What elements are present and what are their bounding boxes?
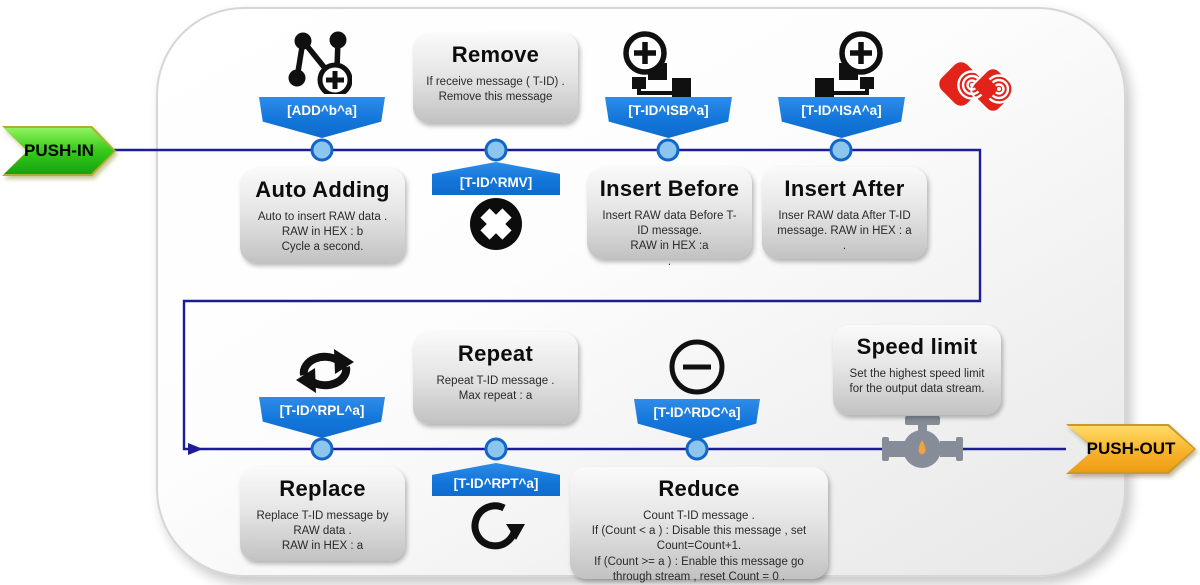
box-speed-limit-body: Set the highest speed limit for the outp… (833, 367, 1001, 397)
swap-arrows-icon (296, 349, 354, 393)
banner-replace-label: [T-ID^RPL^a] (279, 403, 365, 418)
text-line: If (Count >= a ) : Enable this message g… (594, 555, 804, 583)
box-remove-title: Remove (451, 42, 540, 67)
push-in-label: PUSH-IN (24, 141, 94, 160)
box-insert-before-body: Insert RAW data Before T-ID message. RAW… (587, 209, 752, 270)
text-line: Repeat T-ID message . (436, 375, 555, 387)
box-insert-after-body: Inser RAW data After T-ID message. RAW i… (762, 209, 927, 255)
banner-reduce-label: [T-ID^RDC^a] (653, 405, 741, 420)
text-line: RAW in HEX : a (281, 540, 364, 553)
text-line: Auto to insert RAW data . (257, 211, 388, 223)
radio-waves-logo (939, 62, 1016, 113)
text-line: If (Count < a ) : Disable this message ,… (591, 525, 807, 553)
box-insert-before-title: Insert Before (599, 176, 740, 201)
box-replace: Replace Replace T-ID message by RAW data… (240, 467, 405, 561)
box-auto-adding-body: Auto to insert RAW data . RAW in HEX : b… (240, 210, 405, 256)
box-speed-limit-title: Speed limit (856, 334, 978, 359)
insert-before-icon (623, 31, 691, 97)
push-out-arrow: PUSH-OUT (1066, 424, 1196, 474)
text-line: RAW in HEX : b (281, 226, 364, 239)
text-line: Cycle a second. (281, 241, 364, 254)
banner-repeat-label: [T-ID^RPT^a] (453, 476, 539, 491)
banner-insert-before-label: [T-ID^ISB^a] (628, 103, 709, 118)
text-line: . (842, 240, 847, 253)
box-repeat-title: Repeat (457, 341, 534, 366)
box-replace-title: Replace (279, 476, 366, 501)
box-repeat: Repeat Repeat T-ID message . Max repeat … (413, 332, 578, 424)
push-in-arrow: PUSH-IN (2, 126, 116, 176)
box-insert-after-title: Insert After (784, 176, 905, 201)
box-repeat-body: Repeat T-ID message . Max repeat : a (413, 374, 578, 404)
banner-add-label: [ADD^b^a] (287, 103, 357, 118)
text-line: Insert RAW data Before T-ID message. (602, 210, 737, 238)
text-line: . (667, 255, 672, 268)
box-replace-body: Replace T-ID message by RAW data . RAW i… (240, 509, 405, 555)
x-circle-icon (470, 198, 522, 250)
graph-plus-icon (288, 31, 352, 94)
text-line: Remove this message (438, 91, 553, 104)
text-line: RAW in HEX :a (630, 240, 709, 253)
rotate-arrow-icon (471, 502, 525, 550)
box-reduce: Reduce Count T-ID message . If (Count < … (570, 467, 828, 583)
left-wave-arcs-icon (957, 70, 983, 100)
text-line: Inser RAW data After T-ID message. RAW i… (777, 210, 912, 238)
right-wave-arcs-icon (988, 74, 1014, 104)
box-insert-before: Insert Before Insert RAW data Before T-I… (587, 167, 752, 268)
box-speed-limit: Speed limit Set the highest speed limit … (833, 325, 1001, 415)
banner-reduce: [T-ID^RDC^a] (634, 399, 760, 440)
insert-after-icon (815, 31, 883, 97)
text-line: Count T-ID message . (643, 510, 755, 522)
push-out-label: PUSH-OUT (1086, 439, 1176, 458)
box-reduce-body: Count T-ID message . If (Count < a ) : D… (570, 509, 828, 585)
box-auto-adding: Auto Adding Auto to insert RAW data . RA… (240, 168, 405, 263)
text-line: Max repeat : a (458, 390, 533, 403)
text-line: Replace T-ID message by RAW data . (256, 510, 389, 538)
banner-repeat: [T-ID^RPT^a] (432, 463, 560, 496)
banner-remove-label: [T-ID^RMV] (459, 175, 533, 190)
box-remove-body: If receive message ( T-ID) . Remove this… (413, 75, 578, 105)
text-line: Set the highest speed limit for the outp… (849, 368, 985, 396)
minus-circle-icon (669, 339, 725, 395)
box-reduce-title: Reduce (658, 476, 740, 501)
banner-insert-after-label: [T-ID^ISA^a] (801, 103, 882, 118)
text-line: If receive message ( T-ID) . (426, 76, 565, 88)
box-auto-adding-title: Auto Adding (255, 177, 390, 202)
box-insert-after: Insert After Inser RAW data After T-ID m… (762, 167, 927, 259)
box-remove: Remove If receive message ( T-ID) . Remo… (413, 33, 578, 123)
